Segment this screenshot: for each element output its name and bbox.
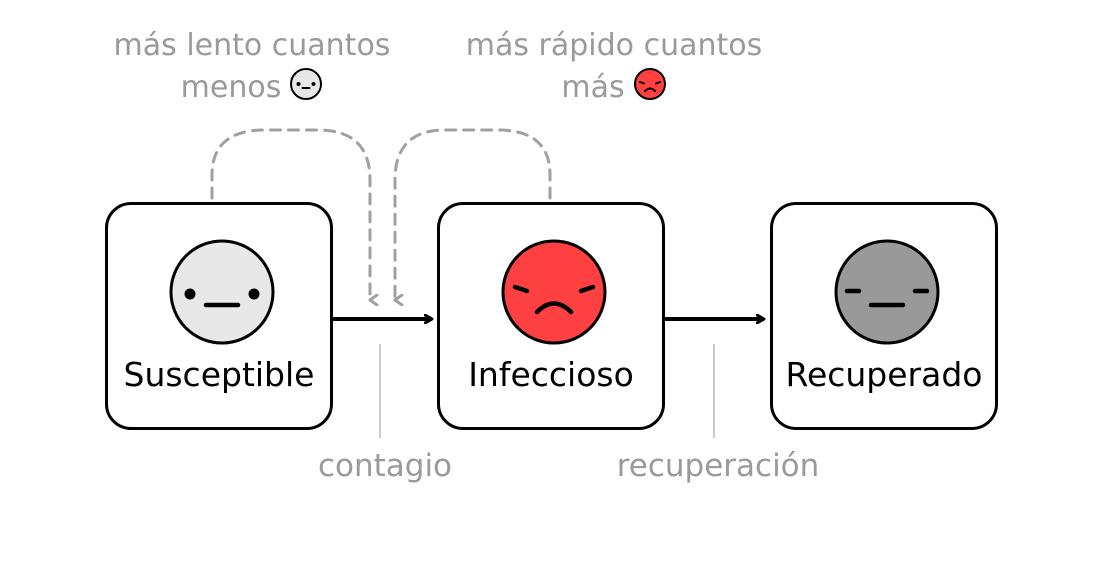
state-recuperado: Recuperado xyxy=(770,202,998,430)
state-label-infeccioso: Infeccioso xyxy=(468,355,634,394)
state-label-susceptible: Susceptible xyxy=(123,355,315,394)
note-faster-line2: más xyxy=(561,70,625,105)
state-susceptible: Susceptible xyxy=(105,202,333,430)
transition-label-recuperacion: recuperación xyxy=(616,448,820,484)
flat-face-icon xyxy=(834,239,940,345)
dashed-loop-slower xyxy=(210,128,370,300)
neutral-face-icon xyxy=(169,239,275,345)
sad-face-icon xyxy=(501,239,607,345)
transition-label-contagio: contagio xyxy=(317,448,453,484)
state-infeccioso: Infeccioso xyxy=(437,202,665,430)
dashed-loop-faster xyxy=(393,128,552,300)
note-faster-line1: más rápido cuantos xyxy=(465,28,763,63)
note-slower: más lento cuantos menos xyxy=(102,25,402,109)
note-slower-line1: más lento cuantos xyxy=(113,28,391,63)
note-faster: más rápido cuantos más xyxy=(456,25,772,109)
neutral-face-icon xyxy=(290,68,323,100)
note-slower-line2: menos xyxy=(180,70,282,105)
state-label-recuperado: Recuperado xyxy=(785,355,983,394)
sad-face-icon xyxy=(633,68,666,100)
